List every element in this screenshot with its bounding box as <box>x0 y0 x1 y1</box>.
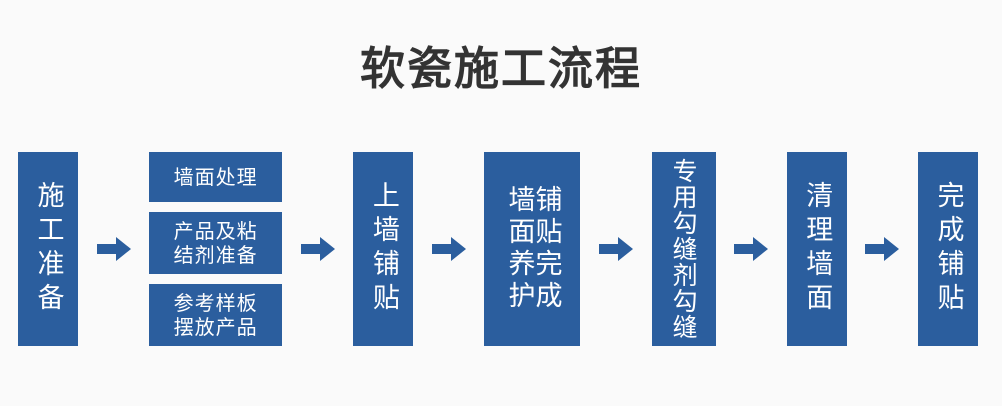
stage-clean-wall-surface[interactable]: 清理墙面 <box>786 152 847 346</box>
stage-label-column: 完成铺贴 <box>932 181 964 317</box>
right-arrow-icon <box>297 152 338 346</box>
stage-sub-label-line: 摆放产品 <box>173 315 258 339</box>
stage-sub-label: 产品及粘 结剂准备 <box>174 219 258 268</box>
stage-sub-label: 墙面处理 <box>173 164 258 189</box>
stage-paving-complete[interactable]: 完成铺贴 <box>917 152 978 346</box>
stage-box[interactable]: 完成铺贴 <box>917 152 978 346</box>
stage-label-column: 清理墙面 <box>801 181 833 317</box>
stage-box[interactable]: 专用勾缝剂勾缝 <box>651 152 716 346</box>
stage-box[interactable]: 铺贴完成 墙面养护 <box>484 152 581 346</box>
stage-sub-label-line: 参考样板 <box>173 290 258 315</box>
right-arrow-icon <box>862 152 903 346</box>
right-arrow-icon <box>428 152 469 346</box>
stage-label-column: 铺贴完成 <box>530 185 562 313</box>
stage-sub-box-product-adhesive-prep[interactable]: 产品及粘 结剂准备 <box>149 212 283 274</box>
stage-label-column: 墙面养护 <box>503 185 535 313</box>
stage-box[interactable]: 清理墙面 <box>786 152 847 346</box>
stage-sub-box-reference-sample-layout[interactable]: 参考样板 摆放产品 <box>149 284 283 346</box>
right-arrow-icon <box>596 152 637 346</box>
stage-box[interactable]: 上墙铺贴 <box>353 152 414 346</box>
stage-label-column: 施工准备 <box>32 181 64 317</box>
stage-sub-box-wall-treatment[interactable]: 墙面处理 <box>149 152 283 202</box>
stage-sub-label: 参考样板 摆放产品 <box>174 291 258 340</box>
right-arrow-icon <box>93 152 134 346</box>
stage-sub-label-line: 结剂准备 <box>173 243 258 267</box>
stage-label-column: 专用勾缝剂勾缝 <box>669 158 699 340</box>
stage-box-stack: 墙面处理 产品及粘 结剂准备 参考样板 摆放产品 <box>149 152 283 346</box>
stage-label-column: 上墙铺贴 <box>367 181 399 317</box>
stage-wall-and-material-prep[interactable]: 墙面处理 产品及粘 结剂准备 参考样板 摆放产品 <box>149 152 283 346</box>
stage-special-grout-jointing[interactable]: 专用勾缝剂勾缝 <box>651 152 716 346</box>
process-flow-row: 施工准备 墙面处理 产品及粘 结剂准备 <box>18 152 978 346</box>
stage-box[interactable]: 施工准备 <box>18 152 78 346</box>
right-arrow-icon <box>731 152 772 346</box>
stage-apply-to-wall[interactable]: 上墙铺贴 <box>353 152 414 346</box>
stage-sub-label-line: 产品及粘 <box>173 218 258 243</box>
stage-construction-preparation[interactable]: 施工准备 <box>18 152 78 346</box>
stage-paving-done-wall-curing[interactable]: 铺贴完成 墙面养护 <box>484 152 581 346</box>
page-title: 软瓷施工流程 <box>359 42 642 95</box>
